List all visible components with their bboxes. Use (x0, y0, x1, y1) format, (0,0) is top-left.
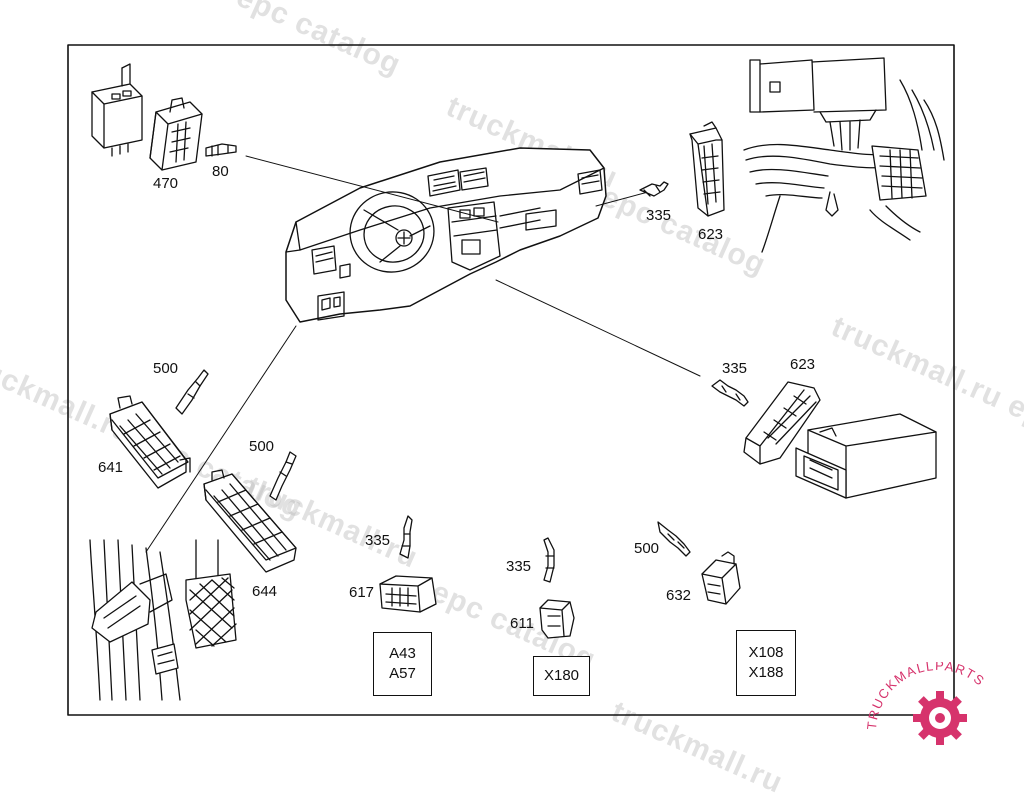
label-335-b2: 335 (506, 558, 532, 575)
connector-644 (203, 469, 297, 573)
terminal-335-right (711, 379, 749, 407)
ref-box-x180: X180 (533, 656, 590, 696)
ref-box-line: A43 (389, 644, 416, 662)
connector-617 (379, 575, 437, 613)
label-500-left: 500 (153, 360, 179, 377)
label-335-right: 335 (722, 360, 748, 377)
label-470: 470 (153, 175, 179, 192)
label-623-top: 623 (698, 226, 724, 243)
connector-611 (539, 599, 575, 639)
harness-bottom-left (89, 539, 181, 701)
terminal-500-mid (269, 451, 297, 501)
label-611: 611 (510, 615, 534, 632)
label-335-b1: 335 (365, 532, 391, 549)
pin-80 (205, 143, 237, 157)
label-641: 641 (98, 459, 124, 476)
ref-box-line: X188 (748, 664, 784, 681)
ref-box-a43-a57: A43 A57 (373, 632, 432, 696)
connector-470 (149, 97, 203, 171)
terminal-500-b3 (657, 521, 691, 557)
leader-lines (145, 155, 701, 553)
pedal (185, 539, 237, 649)
ref-box-line: X180 (543, 666, 580, 684)
label-500-b3: 500 (634, 540, 660, 557)
connector-623-right (743, 381, 821, 465)
terminal-335-b2 (543, 537, 555, 583)
dashboard (285, 147, 607, 323)
label-335-top: 335 (646, 207, 672, 224)
connector-641 (109, 395, 191, 489)
label-632: 632 (666, 587, 692, 604)
connector-623-top (689, 121, 725, 217)
truckmall-logo: TRUCKMALLPARTS (864, 662, 987, 745)
ref-box-line: A57 (389, 665, 416, 682)
label-644: 644 (252, 583, 278, 600)
terminal-335-b1 (399, 515, 413, 559)
terminal-335 (639, 181, 669, 197)
label-500-mid: 500 (249, 438, 275, 455)
label-623-right: 623 (790, 356, 816, 373)
harness-top-right (743, 57, 945, 253)
control-unit (795, 413, 937, 499)
terminal-500-left (175, 369, 209, 415)
drawing (67, 44, 955, 716)
label-80: 80 (212, 163, 229, 180)
ref-box-x108-x188: X108 X188 (736, 630, 796, 696)
label-617: 617 (349, 584, 375, 601)
ref-box-line: X108 (748, 643, 784, 661)
connector-632 (701, 551, 741, 605)
relay-470 (91, 63, 143, 157)
